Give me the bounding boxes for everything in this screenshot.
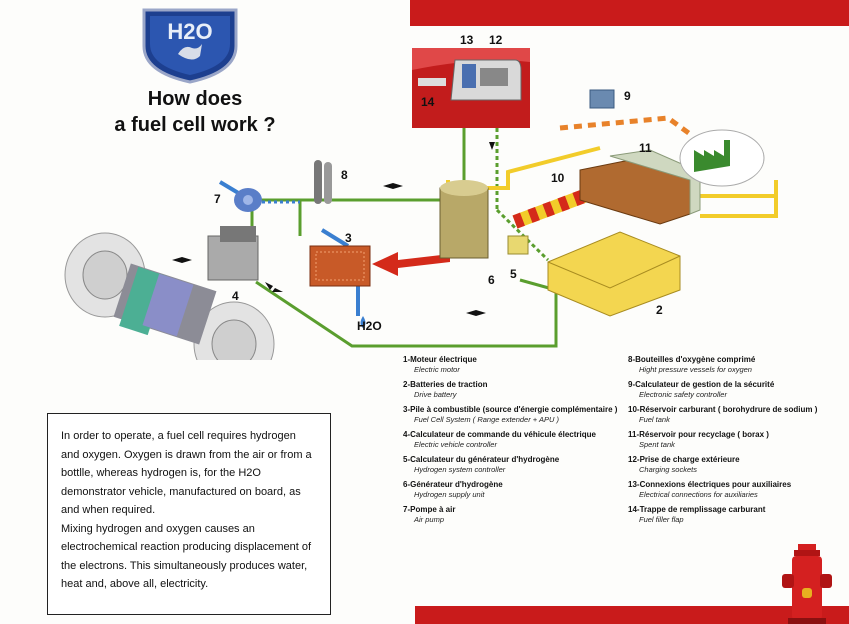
label-11: 11 bbox=[639, 141, 652, 155]
car-rear-panel bbox=[412, 48, 530, 128]
hydrogen-generator bbox=[440, 180, 488, 258]
explanation-paragraph-2: Mixing hydrogen and oxygen causes an ele… bbox=[61, 520, 317, 594]
label-14: 14 bbox=[421, 95, 435, 109]
label-2: 2 bbox=[656, 303, 663, 317]
hydrogen-controller bbox=[508, 236, 528, 254]
label-10: 10 bbox=[551, 171, 565, 185]
legend-item: 11-Réservoir pour recyclage ( borax )Spe… bbox=[628, 429, 843, 450]
label-5: 5 bbox=[510, 267, 517, 281]
label-7: 7 bbox=[214, 192, 221, 206]
explanation-paragraph-1: In order to operate, a fuel cell require… bbox=[61, 427, 317, 520]
label-8: 8 bbox=[341, 168, 348, 182]
label-3: 3 bbox=[345, 231, 352, 245]
fire-hydrant-icon bbox=[780, 540, 834, 624]
label-6: 6 bbox=[488, 273, 495, 287]
label-12: 12 bbox=[489, 33, 503, 47]
legend-item: 4-Calculateur de commande du véhicule él… bbox=[403, 429, 618, 450]
label-4: 4 bbox=[232, 289, 239, 303]
water-output-label: H2O bbox=[357, 319, 382, 333]
air-pump bbox=[234, 188, 262, 212]
legend-item: 3-Pile à combustible (source d'énergie c… bbox=[403, 404, 618, 425]
explanation-textbox: In order to operate, a fuel cell require… bbox=[47, 413, 331, 615]
legend-item: 13-Connexions électriques pour auxiliair… bbox=[628, 479, 843, 500]
safety-controller bbox=[590, 90, 614, 108]
label-9: 9 bbox=[624, 89, 631, 103]
fuel-cell-stack bbox=[310, 246, 370, 286]
legend-item: 10-Réservoir carburant ( borohydrure de … bbox=[628, 404, 843, 425]
fuel-cell-diagram: 1 2 3 4 5 6 7 8 9 10 11 12 13 14 H2O bbox=[0, 0, 849, 360]
label-13: 13 bbox=[460, 33, 474, 47]
oxygen-vessels bbox=[314, 160, 332, 204]
recycling-factory bbox=[680, 130, 764, 186]
vehicle-controller bbox=[208, 226, 258, 280]
